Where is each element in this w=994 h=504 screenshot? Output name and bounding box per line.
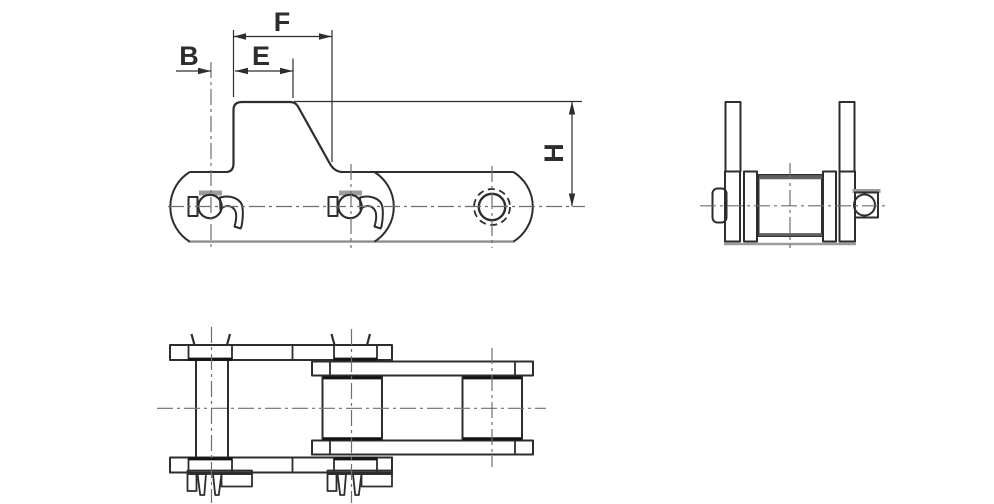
pin-assembly-2 bbox=[327, 189, 384, 230]
attachment-tab-right bbox=[838, 101, 856, 173]
attachment-plate-outline bbox=[226, 100, 343, 174]
cotter-right-tab bbox=[220, 473, 253, 488]
outer-plate-left bbox=[724, 170, 741, 243]
plan-view-centerlines bbox=[157, 327, 546, 503]
side-view-centerlines bbox=[168, 62, 585, 248]
cotter-leg-a bbox=[196, 473, 207, 496]
cotter-ring bbox=[853, 193, 876, 217]
attachment-tab-left bbox=[724, 101, 742, 173]
cotter-bottom-assembly-1 bbox=[186, 469, 253, 496]
cotter-left-tab bbox=[186, 473, 198, 492]
cotter-top-ticks bbox=[190, 333, 372, 346]
dimension-lines bbox=[176, 35, 573, 207]
side-view bbox=[168, 62, 585, 248]
cotter-bottom-assembly-2 bbox=[326, 469, 393, 496]
inner-plate-top-bar bbox=[311, 360, 534, 377]
plan-view bbox=[157, 327, 546, 503]
cotter-pin-hook bbox=[219, 195, 244, 230]
plan-thick-edges bbox=[188, 357, 522, 461]
dim-label-b: B bbox=[179, 41, 199, 71]
outer-plate-top-bar bbox=[169, 344, 393, 361]
pin-assembly-1 bbox=[187, 190, 244, 230]
dim-label-f: F bbox=[274, 7, 291, 37]
dimensions: F B E H bbox=[176, 7, 582, 207]
inner-plate-left bbox=[743, 170, 758, 243]
outer-plate-bottom-bar bbox=[169, 456, 393, 474]
cotter-leg-b bbox=[212, 473, 223, 496]
end-view-centerlines bbox=[700, 163, 889, 248]
extension-lines bbox=[232, 30, 582, 162]
outer-plate-right bbox=[838, 170, 856, 243]
cotter-cap-shadow bbox=[852, 189, 881, 193]
end-view bbox=[700, 101, 889, 248]
plate-bar-divisions bbox=[187, 345, 516, 473]
inner-plate-right bbox=[822, 170, 837, 243]
dim-label-h: H bbox=[539, 143, 569, 163]
inner-plate-bottom-bar bbox=[311, 439, 534, 456]
dim-label-e: E bbox=[252, 41, 270, 71]
